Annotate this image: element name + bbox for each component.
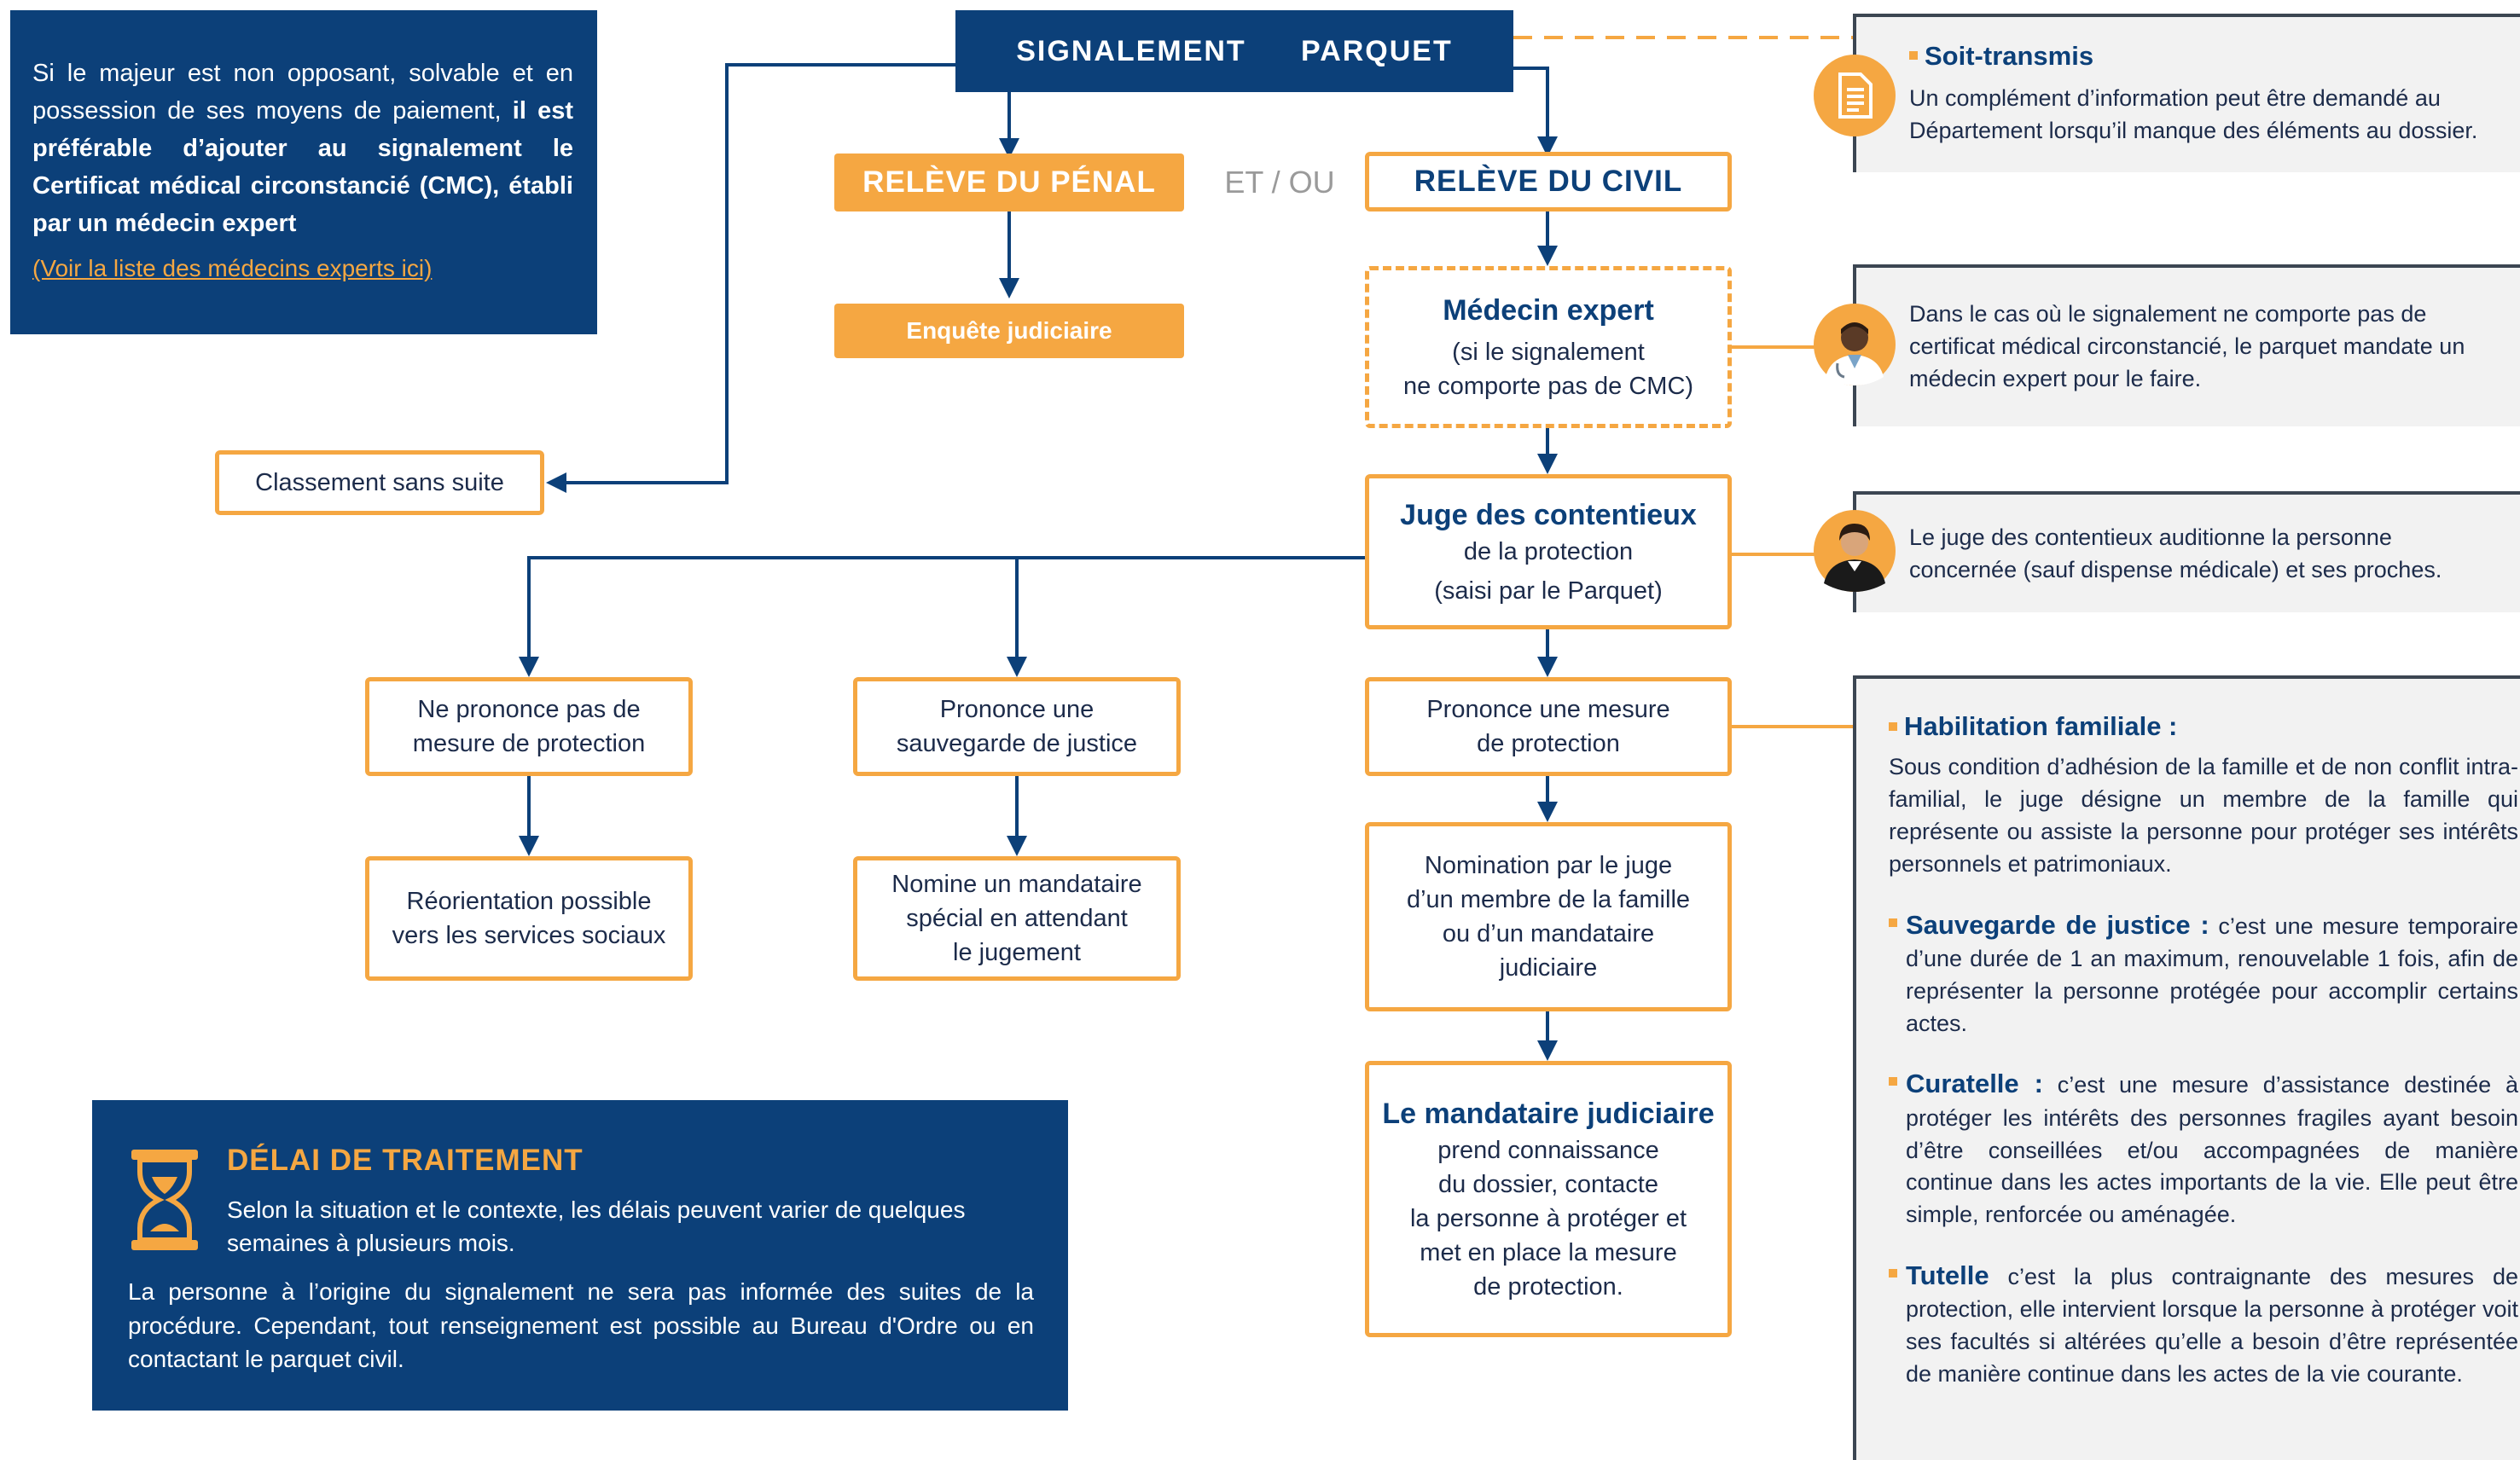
mandataire-line4: met en place la mesure [1420,1239,1677,1267]
releve-civil-box: RELÈVE DU CIVIL [1365,152,1732,211]
bullet-square-icon [1889,721,1897,731]
medecin-expert-line1: (si le signalement [1452,339,1645,367]
juge-contentieux-line2: (saisi par le Parquet) [1434,577,1663,605]
mandataire-line3: la personne à protéger et [1409,1205,1687,1233]
delai-paragraph-1: Selon la situation et le contexte, les d… [227,1196,966,1257]
sauvegarde-justice-box: Prononce une sauvegarde de justice [853,677,1181,776]
judge-icon [1814,510,1896,592]
doctor-icon [1814,304,1896,385]
mandataire-title: Le mandataire judiciaire [1382,1097,1715,1130]
releve-penal-label: RELÈVE DU PÉNAL [862,165,1156,199]
enquete-judiciaire-label: Enquête judiciaire [906,317,1112,344]
medecin-expert-title: Médecin expert [1443,293,1654,327]
nomine-line1: Nomine un mandataire [891,870,1142,898]
medecin-note-text: Dans le cas où le signalement ne comport… [1909,301,2465,391]
nomine-line2: spécial en attendant [906,904,1128,932]
nomination-box: Nomination par le juge d’un membre de la… [1365,822,1732,1011]
delai-title: DÉLAI DE TRAITEMENT [227,1144,584,1177]
sauvegarde-text: c’est une mesure temporaire d’une durée … [1906,912,2518,1036]
bullet-square-icon [1889,1077,1897,1086]
curatelle-term: Curatelle : [1906,1069,2043,1099]
arrow-parquet-civil [1513,67,1558,157]
cmc-info-bold: il est préférable d’ajouter au signaleme… [32,97,574,238]
nomination-line3: ou d’un mandataire [1442,920,1655,947]
mandataire-judiciaire-box: Le mandataire judiciaire prend connaissa… [1365,1061,1732,1337]
juge-contentieux-title: Juge des contentieux [1400,498,1697,531]
soit-transmis-title: Soit-transmis [1909,38,2501,74]
sauvegarde-line1: Prononce une [939,695,1095,723]
arrow-parquet-classement [546,63,955,493]
curatelle-block: Curatelle : c’est une mesure d’assistanc… [1889,1065,2518,1231]
arrow-juge-nomesure [519,556,1365,677]
sauvegarde-line2: sauvegarde de justice [896,730,1138,757]
signalement-parquet-label: SIGNALEMENT PARQUET [1016,34,1453,67]
juge-note-text: Le juge des contentieux auditionne la pe… [1909,524,2442,582]
habilitation-text: Sous condition d’adhésion de la famille … [1889,754,2518,877]
medecins-experts-link[interactable]: (Voir la liste des médecins experts ici) [32,255,433,282]
releve-civil-label: RELÈVE DU CIVIL [1414,164,1683,198]
tutelle-block: Tutelle c’est la plus contraignante des … [1889,1257,2518,1391]
juge-note: Le juge des contentieux auditionne la pe… [1853,491,2520,612]
hourglass-icon [131,1150,198,1250]
delai-traitement-panel: DÉLAI DE TRAITEMENT Selon la situation e… [92,1100,1068,1411]
soit-transmis-note: Soit-transmis Un complément d’informatio… [1853,14,2520,172]
enquete-judiciaire-box: Enquête judiciaire [834,304,1184,358]
document-icon [1814,55,1896,136]
bullet-square-icon [1889,918,1897,927]
mandataire-line5: de protection. [1473,1273,1623,1301]
medecin-note: Dans le cas où le signalement ne comport… [1853,264,2520,426]
et-ou-label: ET / OU [1224,165,1335,200]
classement-sans-suite-box: Classement sans suite [215,450,544,515]
mesures-legales-panel: Habilitation familiale : Sous condition … [1853,675,2520,1460]
mandataire-line1: prend connaissance [1437,1137,1659,1165]
reorientation-line2: vers les services sociaux [392,922,666,949]
no-mesure-line1: Ne prononce pas de [417,695,641,723]
tutelle-term: Tutelle [1906,1260,1989,1290]
sauvegarde-term: Sauvegarde de justice : [1906,909,2209,940]
nomination-line1: Nomination par le juge [1424,851,1673,879]
nomine-line3: le jugement [953,939,1081,966]
nomine-mandataire-box: Nomine un mandataire spécial en attendan… [853,856,1181,981]
juge-contentieux-line1: de la protection [1463,538,1634,566]
signalement-parquet-box: SIGNALEMENT PARQUET [955,10,1513,92]
classement-sans-suite-label: Classement sans suite [255,468,504,496]
sauvegarde-block: Sauvegarde de justice : c’est une mesure… [1889,907,2518,1040]
reorientation-box: Réorientation possible vers les services… [365,856,693,981]
bullet-square-icon [1889,1268,1897,1278]
prononce-mesure-box: Prononce une mesure de protection [1365,677,1732,776]
releve-penal-box: RELÈVE DU PÉNAL [834,154,1184,211]
mandataire-line2: du dossier, contacte [1438,1171,1658,1199]
juge-contentieux-box: Juge des contentieux de la protection (s… [1365,474,1732,629]
curatelle-text: c’est une mesure d’assistance destinée à… [1906,1072,2518,1228]
nomination-line4: judiciaire [1499,954,1598,982]
cmc-info-text: Si le majeur est non opposant, solvable … [32,60,573,125]
prononce-mesure-line2: de protection [1477,730,1620,757]
soit-transmis-title-text: Soit-transmis [1925,41,2094,71]
delai-paragraph-2: La personne à l’origine du signalement n… [128,1278,1034,1372]
prononce-mesure-line1: Prononce une mesure [1426,695,1670,723]
no-mesure-box: Ne prononce pas de mesure de protection [365,677,693,776]
medecin-expert-box: Médecin expert (si le signalement ne com… [1365,266,1732,428]
nomination-line2: d’un membre de la famille [1406,885,1691,913]
medecin-expert-line2: ne comporte pas de CMC) [1402,373,1694,401]
cmc-info-panel: Si le majeur est non opposant, solvable … [10,10,597,334]
soit-transmis-text: Un complément d’information peut être de… [1909,85,2478,144]
reorientation-line1: Réorientation possible [406,887,652,915]
habilitation-block: Habilitation familiale : Sous condition … [1889,708,2518,881]
habilitation-term: Habilitation familiale : [1904,711,2178,741]
tutelle-text: c’est la plus contraignante des mesures … [1906,1263,2518,1387]
no-mesure-line2: mesure de protection [412,730,646,757]
bullet-square-icon [1909,50,1918,60]
